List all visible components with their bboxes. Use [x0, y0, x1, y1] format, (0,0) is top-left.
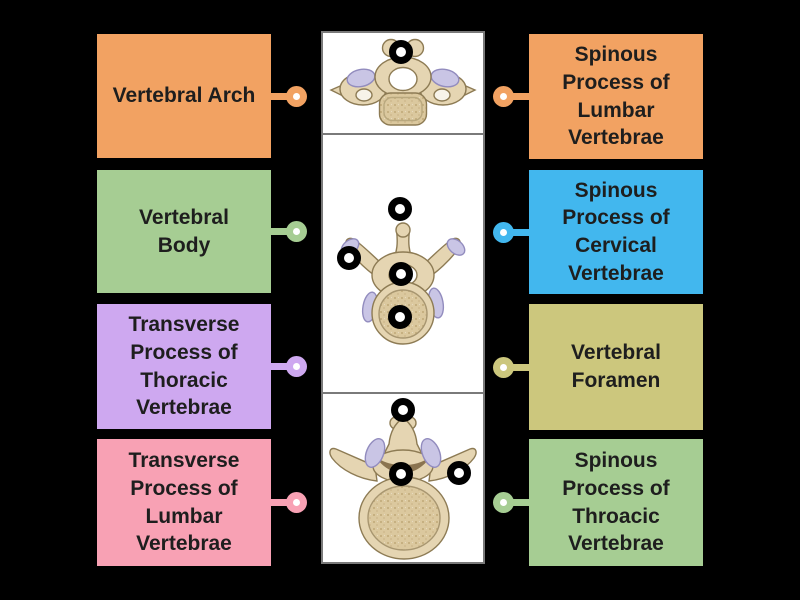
- label-text: Vertebral Arch: [112, 84, 256, 108]
- connector-dot: [500, 499, 507, 506]
- connector-line: [271, 363, 293, 370]
- connector-dot: [500, 93, 507, 100]
- connector-dot: [293, 228, 300, 235]
- connector-dot: [500, 363, 507, 371]
- marker-lumbar-spinous-process[interactable]: [391, 398, 415, 422]
- connector-circle: [286, 221, 307, 242]
- label-transverse-process-lumbar[interactable]: Transverse Process of Lumbar Vertebrae: [97, 439, 307, 566]
- connector-line: [507, 228, 529, 236]
- marker-thoracic-spinous-process[interactable]: [388, 197, 412, 221]
- cervical-vertebra-illustration: [329, 38, 477, 126]
- connector-dot: [293, 92, 300, 100]
- label-text: Spinous Process of Cervical Vertebrae: [562, 178, 670, 285]
- label-box: Vertebral Foramen: [529, 304, 703, 430]
- cervical-vertebra-section: [323, 33, 483, 135]
- marker-thoracic-vertebral-body[interactable]: [388, 305, 412, 329]
- label-box: Transverse Process of Thoracic Vertebrae: [97, 304, 271, 429]
- label-box: Spinous Process of Throacic Vertebrae: [529, 439, 703, 566]
- label-box: Spinous Process of Cervical Vertebrae: [529, 170, 703, 294]
- label-box: Vertebral Body: [97, 170, 271, 293]
- label-box: Vertebral Arch: [97, 34, 271, 158]
- connector-circle: [286, 85, 307, 107]
- label-text: Spinous Process of Throacic Vertebrae: [562, 449, 670, 556]
- label-box: Spinous Process of Lumbar Vertebrae: [529, 34, 703, 159]
- connector-line: [271, 92, 293, 100]
- connector-dot: [293, 363, 300, 370]
- label-vertebral-body[interactable]: Vertebral Body: [97, 170, 307, 293]
- connector-circle: [286, 356, 307, 377]
- connector-circle: [493, 86, 514, 107]
- marker-thoracic-vertebral-foramen[interactable]: [389, 262, 413, 286]
- label-transverse-process-thoracic[interactable]: Transverse Process of Thoracic Vertebrae: [97, 304, 307, 429]
- label-text: Vertebral Body: [139, 205, 229, 257]
- marker-lumbar-vertebral-arch[interactable]: [389, 462, 413, 486]
- connector-circle: [493, 492, 514, 513]
- connector-line: [507, 499, 529, 506]
- marker-lumbar-right-transverse-process[interactable]: [447, 461, 471, 485]
- marker-cervical-spinous-process[interactable]: [389, 40, 413, 64]
- connector-line: [507, 93, 529, 100]
- label-vertebral-arch[interactable]: Vertebral Arch: [97, 34, 307, 158]
- marker-thoracic-left-transverse-process[interactable]: [337, 246, 361, 270]
- label-text: Spinous Process of Lumbar Vertebrae: [562, 43, 670, 150]
- label-box: Transverse Process of Lumbar Vertebrae: [97, 439, 271, 566]
- label-text: Transverse Process of Thoracic Vertebrae: [128, 313, 240, 420]
- connector-line: [271, 499, 293, 506]
- label-text: Vertebral Foramen: [571, 341, 661, 392]
- label-spinous-process-cervical[interactable]: Spinous Process of Cervical Vertebrae: [493, 170, 703, 294]
- label-vertebral-foramen[interactable]: Vertebral Foramen: [493, 304, 703, 430]
- connector-line: [271, 228, 293, 235]
- connector-circle: [286, 492, 307, 513]
- label-text: Transverse Process of Lumbar Vertebrae: [128, 449, 240, 556]
- connector-circle: [493, 221, 514, 243]
- connector-line: [507, 363, 529, 371]
- connector-dot: [500, 228, 507, 236]
- connector-circle: [493, 356, 514, 378]
- connector-dot: [293, 499, 300, 506]
- label-spinous-process-throacic[interactable]: Spinous Process of Throacic Vertebrae: [493, 439, 703, 566]
- label-spinous-process-lumbar[interactable]: Spinous Process of Lumbar Vertebrae: [493, 34, 703, 159]
